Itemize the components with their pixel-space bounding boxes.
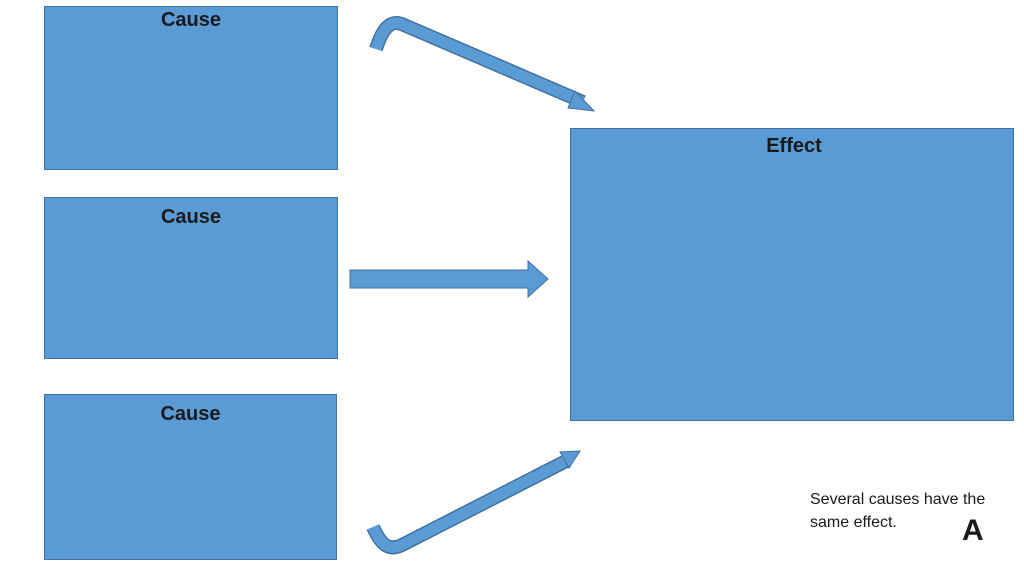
cause-box-2: Cause — [44, 197, 338, 359]
cause-box-3: Cause — [44, 394, 337, 560]
effect-box: Effect — [570, 128, 1014, 421]
cause-box-3-label: Cause — [160, 403, 221, 425]
straight-arrow-middle — [349, 259, 549, 299]
cause-box-2-label: Cause — [160, 206, 222, 228]
bent-arrow-top — [369, 16, 596, 112]
cause-box-1-label: Cause — [160, 9, 222, 31]
effect-box-label: Effect — [766, 135, 822, 157]
cause-box-1: Cause — [44, 6, 338, 170]
bent-arrow-bottom — [366, 450, 581, 555]
panel-letter: A — [962, 514, 984, 547]
diagram-caption: Several causes have the same effect. — [810, 491, 986, 531]
